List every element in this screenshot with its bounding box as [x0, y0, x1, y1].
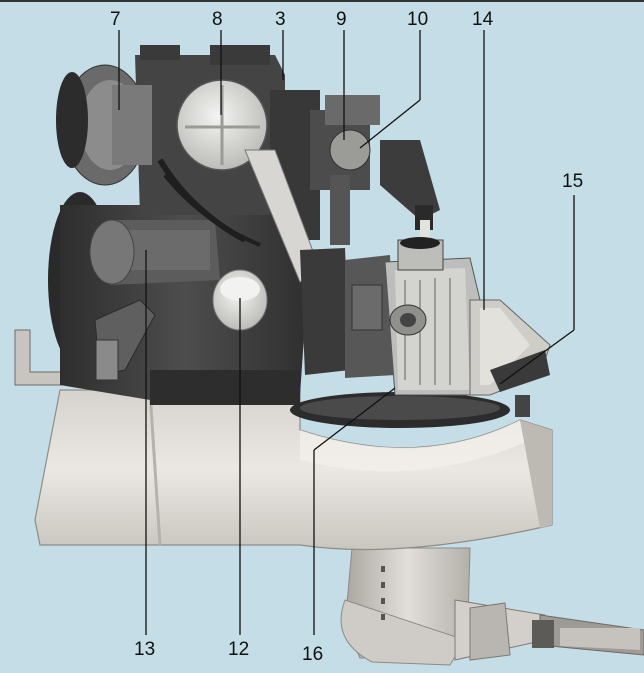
base-housing [34, 389, 553, 551]
gearbox [300, 237, 551, 417]
callout-12: 12 [228, 639, 250, 660]
leader-10b [359, 99, 421, 149]
drive-leg [340, 547, 644, 666]
callout-10: 10 [407, 9, 429, 30]
engine-block [48, 45, 440, 405]
callout-9: 9 [336, 9, 347, 30]
leader-16b [313, 387, 396, 451]
callout-14: 14 [472, 9, 494, 30]
leader-lines [118, 30, 575, 635]
callout-16: 16 [302, 644, 324, 665]
callout-3: 3 [275, 9, 286, 30]
callout-7: 7 [110, 9, 121, 30]
callout-13: 13 [134, 639, 156, 660]
callout-8: 8 [212, 9, 223, 30]
callout-15: 15 [562, 171, 584, 192]
leader-15b [499, 329, 575, 385]
top-border [0, 0, 644, 2]
